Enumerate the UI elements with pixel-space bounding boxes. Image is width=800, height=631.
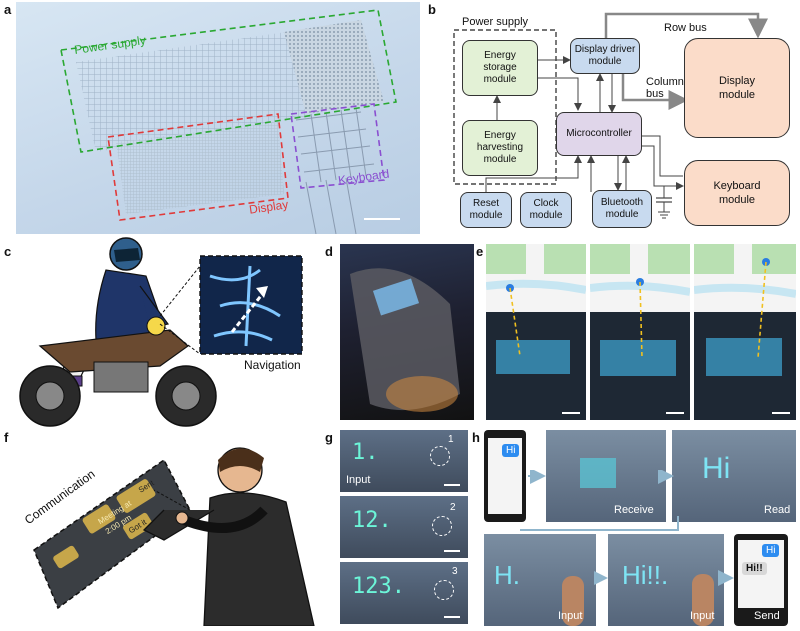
- touch-circle-icon: [432, 516, 452, 536]
- touch-circle-icon: [434, 580, 454, 600]
- read-text: Hi: [702, 452, 731, 485]
- keyboard-module: Keyboard module: [684, 160, 790, 226]
- block-diagram: Power supply Energy storage module Energ…: [428, 0, 798, 236]
- caption-send: Send: [754, 610, 780, 622]
- panel-g-frame-2: 12. 2: [340, 496, 468, 558]
- keyboard-textile: [295, 107, 375, 234]
- diagram-connectors: [453, 12, 768, 219]
- message-bubble: Hi: [502, 444, 520, 457]
- scale-bar: [444, 550, 460, 552]
- panel-g-frame-1: 1. 1 Input: [340, 430, 468, 492]
- display-outline: [107, 113, 289, 221]
- panel-e-frame-2: [590, 244, 690, 420]
- caption-input: Input: [346, 474, 371, 486]
- label-navigation: Navigation: [244, 358, 301, 372]
- flow-arrows: [520, 470, 679, 531]
- step-number: 1: [448, 434, 454, 445]
- message-bubble-2: Hi!!: [742, 562, 767, 575]
- panel-label-e: e: [476, 244, 484, 259]
- step-number: 2: [450, 502, 456, 513]
- panel-e-frame-1: [486, 244, 586, 420]
- caption-read: Read: [764, 504, 791, 516]
- touch-circle-icon: [430, 446, 450, 466]
- input-text-2: Hi!!.: [622, 560, 669, 590]
- textile-patterns: [60, 9, 400, 234]
- panel-h-input-1: H. Input: [484, 534, 596, 626]
- panel-c-illustration: Navigation: [10, 236, 330, 432]
- power-supply-outline: [60, 9, 397, 153]
- step-number: 3: [452, 566, 458, 577]
- label-column-bus: Column bus: [646, 76, 684, 100]
- panel-label-c: c: [4, 244, 12, 259]
- panel-h-receive: Receive: [546, 430, 666, 522]
- display-driver-module: Display driver module: [570, 38, 640, 74]
- keypad-readout: 123.: [352, 574, 405, 599]
- power-textile: [76, 32, 306, 152]
- scale-bar: [444, 616, 460, 618]
- panel-d-photo: [340, 244, 474, 420]
- input-text-1: H.: [494, 560, 520, 590]
- keypad-readout: 12.: [352, 508, 392, 533]
- communication-illustration: [33, 447, 315, 627]
- panel-label-f: f: [4, 430, 9, 445]
- energy-storage-module: Energy storage module: [462, 40, 538, 96]
- battery-textile: [284, 20, 384, 114]
- clock-module: Clock module: [520, 192, 572, 228]
- message-bubble-1: Hi: [762, 544, 780, 557]
- panel-h-input-2: Hi!!. Input: [608, 534, 724, 626]
- bluetooth-module: Bluetooth module: [592, 190, 652, 228]
- panel-f-illustration: Communication Meeting at 2:00 pm Sent Go…: [14, 430, 324, 627]
- reset-module: Reset module: [460, 192, 512, 228]
- caption-input-1: Input: [558, 610, 583, 622]
- panel-a-photo: Power supply Display Keyboard: [16, 2, 420, 234]
- panel-h-read: Hi Read: [672, 430, 796, 522]
- arrow-icon: [256, 286, 268, 298]
- panel-label-d: d: [325, 244, 333, 259]
- scale-bar: [364, 218, 400, 220]
- panel-label-h: h: [472, 430, 480, 445]
- panel-label-g: g: [325, 430, 333, 445]
- panel-g-frame-3: 123. 3: [340, 562, 468, 624]
- keypad-readout: 1.: [352, 440, 379, 465]
- scale-bar: [444, 484, 460, 486]
- caption-input-2: Input: [690, 610, 715, 622]
- panel-label-b: b: [428, 2, 436, 17]
- phone-receive: Hi: [484, 430, 526, 522]
- motorcycle-rider-illustration: [19, 237, 303, 427]
- display-textile: [116, 122, 284, 214]
- label-row-bus: Row bus: [664, 22, 707, 34]
- phone-send: Hi Hi!! Send: [734, 534, 788, 626]
- flow-arrows-bottom: [594, 570, 734, 586]
- panel-label-a: a: [4, 2, 12, 17]
- caption-receive: Receive: [614, 504, 654, 516]
- panel-e-frame-3: [694, 244, 796, 420]
- display-module: Display module: [684, 38, 790, 138]
- microcontroller-module: Microcontroller: [556, 112, 642, 156]
- energy-harvesting-module: Energy harvesting module: [462, 120, 538, 176]
- label-power-supply-group: Power supply: [462, 16, 529, 28]
- keyboard-outline: [290, 103, 385, 189]
